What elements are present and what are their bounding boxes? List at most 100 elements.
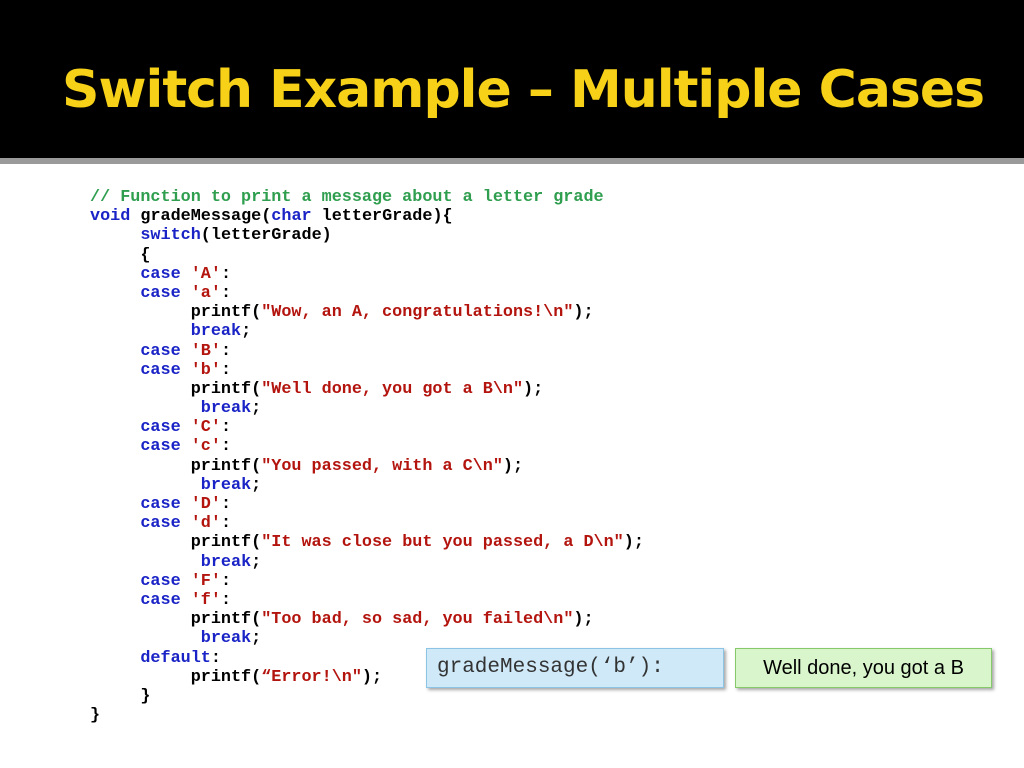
code-text: :	[220, 514, 232, 534]
code-text	[90, 265, 140, 284]
code-keyword: case	[140, 590, 181, 610]
code-string: "It was close but you passed, a D\n"	[261, 533, 624, 553]
code-line: case 'C':	[90, 418, 644, 437]
code-text: gradeMessage(	[130, 207, 272, 227]
code-line: printf("Wow, an A, congratulations!\n");	[90, 303, 644, 322]
code-keyword: break	[200, 629, 252, 649]
code-text	[90, 399, 201, 418]
code-line: }	[90, 706, 644, 725]
code-line: break;	[90, 476, 644, 495]
code-text	[90, 495, 140, 514]
slide-title: Switch Example – Multiple Cases	[62, 60, 985, 120]
code-keyword: break	[200, 475, 252, 495]
output-result-callout: Well done, you got a B	[735, 648, 992, 688]
code-text: );	[573, 303, 594, 323]
code-text	[90, 418, 140, 437]
code-keyword: break	[200, 399, 252, 419]
code-text: :	[220, 437, 232, 457]
code-line: break;	[90, 629, 644, 648]
code-text: letterGrade){	[311, 207, 453, 227]
code-text	[90, 629, 201, 648]
code-comment: // Function to print a message about a l…	[90, 188, 604, 207]
code-text: :	[220, 571, 232, 591]
code-block: // Function to print a message about a l…	[90, 188, 644, 725]
code-text	[90, 649, 140, 668]
code-string: 'C'	[190, 418, 221, 438]
code-text: }	[90, 706, 101, 726]
code-line: printf(“Error!\n");	[90, 668, 644, 687]
code-text: ;	[241, 322, 252, 342]
code-text: (letterGrade)	[200, 226, 332, 246]
code-text: );	[502, 456, 524, 476]
code-keyword: break	[200, 552, 252, 572]
code-text	[181, 495, 191, 514]
code-text: :	[220, 495, 232, 514]
code-line: case 'd':	[90, 514, 644, 533]
code-string: 'd'	[190, 514, 221, 534]
code-string: 'D'	[190, 495, 221, 514]
code-line: void gradeMessage(char letterGrade){	[90, 207, 644, 226]
code-line: break;	[90, 399, 644, 418]
code-line: {	[90, 246, 644, 265]
title-bar: Switch Example – Multiple Cases	[0, 0, 1024, 158]
code-text: :	[220, 590, 232, 610]
code-string: 'f'	[190, 590, 221, 610]
code-keyword: case	[140, 437, 181, 457]
code-text: printf(	[90, 303, 262, 323]
code-line: // Function to print a message about a l…	[90, 188, 644, 207]
code-text: printf(	[90, 533, 262, 553]
code-text	[181, 514, 191, 533]
code-string: 'B'	[190, 341, 221, 361]
code-text	[90, 553, 201, 572]
code-keyword: void	[90, 207, 131, 227]
code-text	[90, 284, 140, 303]
code-text: ;	[251, 629, 262, 649]
code-text	[181, 437, 191, 456]
code-line: }	[90, 687, 644, 706]
code-line: case 'A':	[90, 265, 644, 284]
code-text	[90, 361, 140, 380]
code-line: case 'B':	[90, 342, 644, 361]
code-keyword: switch	[140, 226, 201, 246]
code-keyword: char	[271, 207, 312, 227]
code-line: printf("It was close but you passed, a D…	[90, 533, 644, 552]
code-text	[181, 572, 191, 591]
code-keyword: break	[190, 322, 242, 342]
code-line: case 'f':	[90, 591, 644, 610]
code-line: printf("Well done, you got a B\n");	[90, 380, 644, 399]
code-text: {	[90, 245, 151, 265]
code-line: case 'a':	[90, 284, 644, 303]
code-text: :	[220, 418, 232, 438]
code-text	[181, 265, 191, 284]
code-text	[90, 322, 191, 341]
code-line: case 'D':	[90, 495, 644, 514]
code-keyword: case	[140, 283, 181, 303]
code-text: );	[573, 610, 594, 630]
code-string: "Well done, you got a B\n"	[261, 379, 524, 399]
code-line: case 'b':	[90, 361, 644, 380]
code-string: "You passed, with a C\n"	[261, 456, 503, 476]
function-call-callout: gradeMessage(‘b’):	[426, 648, 724, 688]
code-line: switch(letterGrade)	[90, 226, 644, 245]
code-text	[90, 572, 140, 591]
code-text	[90, 514, 140, 533]
code-text: printf(	[90, 456, 262, 476]
code-text	[181, 342, 191, 361]
code-text: printf(	[90, 667, 262, 687]
code-keyword: default	[140, 648, 211, 668]
code-string: 'c'	[190, 437, 221, 457]
code-text: :	[210, 648, 221, 668]
code-keyword: case	[140, 360, 181, 380]
code-string: 'a'	[190, 283, 221, 303]
code-text: :	[220, 360, 232, 380]
code-text	[181, 591, 191, 610]
code-text: :	[220, 264, 232, 284]
code-text: ;	[251, 552, 262, 572]
code-text: );	[361, 667, 383, 687]
code-string: 'A'	[190, 264, 221, 284]
code-keyword: case	[140, 514, 181, 534]
code-text: }	[90, 686, 151, 706]
code-text	[90, 476, 201, 495]
code-text	[90, 342, 140, 361]
code-text: printf(	[90, 610, 262, 630]
